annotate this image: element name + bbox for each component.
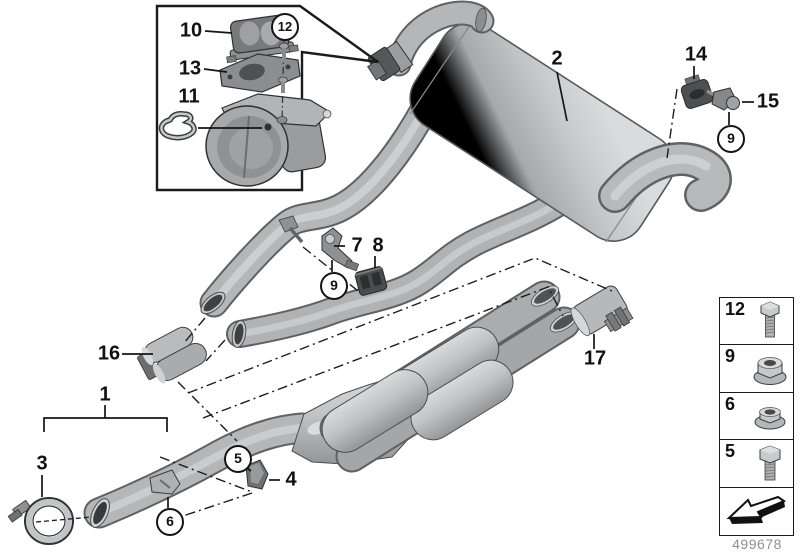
detail-inset-box bbox=[155, 4, 379, 192]
alignment-dashdot-lines bbox=[159, 88, 678, 518]
muffler-inlet-elbow bbox=[386, 0, 495, 77]
legend-row-nut-9[interactable]: 9 bbox=[719, 344, 794, 394]
callout-15[interactable]: 15 bbox=[756, 90, 780, 113]
rubber-mount-16 bbox=[137, 326, 207, 384]
screws-12 bbox=[276, 37, 289, 124]
pipe-clamp-17 bbox=[570, 285, 634, 337]
callout-circled-5[interactable]: 5 bbox=[224, 445, 252, 473]
legend-row-direction[interactable] bbox=[719, 486, 794, 536]
callout-13[interactable]: 13 bbox=[178, 57, 202, 80]
rubber-mount-8 bbox=[354, 266, 388, 296]
hex-bolt-short-icon bbox=[759, 445, 781, 481]
callout-2[interactable]: 2 bbox=[551, 47, 563, 70]
legend-row-bolt-12[interactable]: 12 bbox=[719, 297, 794, 346]
callout-7[interactable]: 7 bbox=[351, 234, 363, 257]
pipe-stud-bracket bbox=[278, 215, 304, 244]
callout-4[interactable]: 4 bbox=[285, 468, 297, 491]
bracket-line-1-span bbox=[43, 417, 168, 432]
callout-1[interactable]: 1 bbox=[99, 383, 111, 406]
callout-17[interactable]: 17 bbox=[583, 347, 607, 370]
callout-16[interactable]: 16 bbox=[97, 342, 121, 365]
flange-nut-low-icon bbox=[754, 407, 786, 430]
hex-bolt-long-icon bbox=[760, 300, 780, 337]
legend-row-bolt-5[interactable]: 5 bbox=[719, 439, 794, 489]
callout-14[interactable]: 14 bbox=[684, 43, 708, 66]
exhaust-flap-valve bbox=[205, 93, 332, 187]
centre-silencer-assembly bbox=[291, 280, 581, 473]
front-pipe bbox=[83, 412, 318, 529]
legend-label-6: 6 bbox=[725, 393, 736, 414]
callout-circled-9-rear[interactable]: 9 bbox=[717, 125, 745, 153]
callout-circled-9-mid[interactable]: 9 bbox=[320, 272, 348, 300]
tailpipe bbox=[598, 142, 732, 213]
legend-label-5: 5 bbox=[725, 441, 736, 462]
exhaust-valve-clamp bbox=[367, 40, 414, 82]
callout-8[interactable]: 8 bbox=[372, 234, 384, 257]
callout-3[interactable]: 3 bbox=[36, 452, 48, 475]
callout-10[interactable]: 10 bbox=[179, 19, 203, 42]
pipe-bracket-6 bbox=[149, 469, 181, 495]
leader-lines bbox=[41, 30, 754, 508]
fastener-legend: 12 9 6 5 bbox=[719, 297, 794, 536]
spring-clip-11 bbox=[158, 111, 197, 141]
clamp-align-dashes bbox=[35, 516, 93, 523]
connecting-pipe-lower bbox=[226, 188, 574, 348]
flange-nut-icon bbox=[753, 357, 787, 385]
install-direction-arrow-icon bbox=[726, 496, 787, 525]
legend-label-9: 9 bbox=[725, 346, 736, 367]
callout-circled-12[interactable]: 12 bbox=[271, 13, 299, 41]
connecting-pipe-upper bbox=[199, 95, 439, 318]
callout-11[interactable]: 11 bbox=[178, 85, 200, 108]
callout-circled-6[interactable]: 6 bbox=[156, 508, 184, 536]
diagram-part-number: 499678 bbox=[732, 536, 782, 552]
legend-label-12: 12 bbox=[725, 299, 746, 319]
rubber-mount-14 bbox=[680, 74, 714, 109]
legend-row-nut-6[interactable]: 6 bbox=[719, 391, 794, 441]
bracket-4 bbox=[245, 459, 269, 490]
hanger-bracket-7 bbox=[321, 227, 360, 272]
bracket-bolt-15 bbox=[706, 87, 740, 111]
v-band-clamp bbox=[7, 497, 74, 545]
